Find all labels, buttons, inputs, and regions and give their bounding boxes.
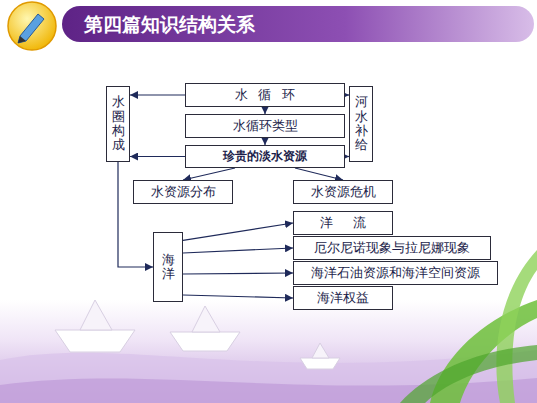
vertical-box: 水圈构成 (106, 86, 130, 162)
vertical-box: 海洋 (153, 232, 183, 302)
concept-box: 洋流 (293, 211, 393, 235)
concept-box: 珍贵的淡水资源 (185, 145, 345, 168)
concept-box: 海洋石油资源和海洋空间资源 (293, 261, 498, 285)
flow-arrow (183, 223, 293, 240)
concept-box: 水循环 (185, 83, 345, 107)
flow-arrow (183, 295, 293, 298)
node-label: 珍贵的淡水资源 (223, 148, 307, 165)
vertical-box: 河水补给 (349, 86, 373, 162)
node-label: 厄尔尼诺现象与拉尼娜现象 (314, 239, 470, 257)
node-label: 水循环 (235, 86, 305, 104)
node-label: 水资源分布 (151, 183, 216, 201)
node-label: 海洋权益 (317, 289, 369, 307)
flow-arrow (118, 162, 153, 267)
flow-arrow (295, 168, 343, 180)
flow-arrow (130, 94, 185, 95)
node-label: 水循环类型 (233, 117, 298, 135)
concept-box: 水资源危机 (293, 180, 393, 204)
flow-arrow (130, 156, 185, 157)
node-label: 水圈构成 (112, 95, 125, 152)
concept-box: 水循环类型 (185, 114, 345, 138)
concept-box: 水资源分布 (133, 180, 233, 204)
flow-arrow (183, 248, 293, 253)
node-label: 海洋石油资源和海洋空间资源 (311, 264, 480, 282)
node-label: 河水补给 (355, 95, 368, 152)
flow-arrow (183, 273, 293, 274)
node-label: 水资源危机 (311, 183, 376, 201)
page-title: 第四篇知识结构关系 (84, 9, 255, 39)
flow-arrow (264, 107, 265, 114)
node-label: 洋流 (320, 214, 388, 232)
node-label: 海洋 (162, 253, 175, 282)
flow-arrow (183, 168, 235, 180)
flow-arrow (264, 138, 265, 145)
concept-box: 海洋权益 (293, 286, 393, 310)
concept-box: 厄尔尼诺现象与拉尼娜现象 (293, 236, 491, 260)
